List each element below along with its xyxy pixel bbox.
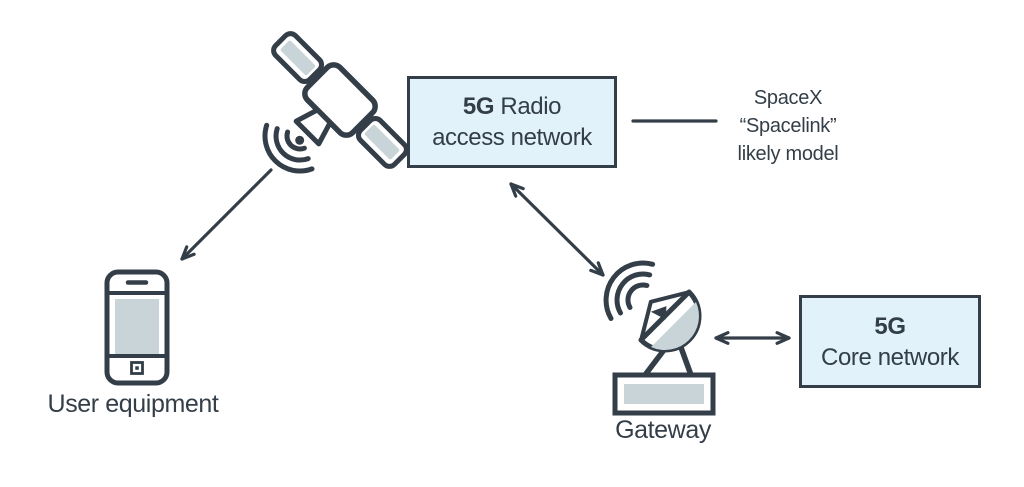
satellite-dish-icon — [603, 260, 716, 416]
radio-waves-icon — [262, 122, 315, 174]
arrow-satellite-to-user-equipment — [180, 168, 273, 261]
satellite-antenna-tip — [295, 135, 305, 145]
annotation-spacex: SpaceX “Spacelink” likely model — [700, 84, 876, 168]
node-radio-access-network: 5G Radio access network — [407, 76, 617, 168]
annotation-line1: SpaceX — [753, 87, 823, 109]
smartphone-icon — [104, 269, 170, 386]
ran-box-line1: 5G Radio — [462, 93, 562, 120]
arrow-ran-to-gateway — [509, 182, 605, 277]
phone-screen — [115, 299, 159, 354]
phone-home-dot — [135, 366, 139, 370]
annotation-line3: likely model — [737, 143, 839, 165]
satellite-antenna-horn — [293, 107, 333, 147]
label-gateway: Gateway — [615, 416, 711, 444]
annotation-line2: “Spacelink” — [739, 115, 837, 137]
gateway-radio-waves-icon — [603, 260, 656, 321]
dish-bowl — [638, 289, 702, 353]
satellite-icon — [262, 31, 409, 174]
solar-panel-left — [271, 31, 325, 85]
ran-box-line2: access network — [432, 124, 592, 151]
node-core-network: 5G Core network — [799, 295, 981, 388]
solar-panel-right — [355, 115, 409, 169]
arrow-gateway-to-core — [714, 331, 791, 345]
core-box-line2: Core network — [821, 343, 959, 371]
label-user-equipment: User equipment — [47, 390, 219, 418]
gateway-base-panel — [624, 384, 704, 404]
core-box-line1: 5G — [874, 312, 906, 340]
